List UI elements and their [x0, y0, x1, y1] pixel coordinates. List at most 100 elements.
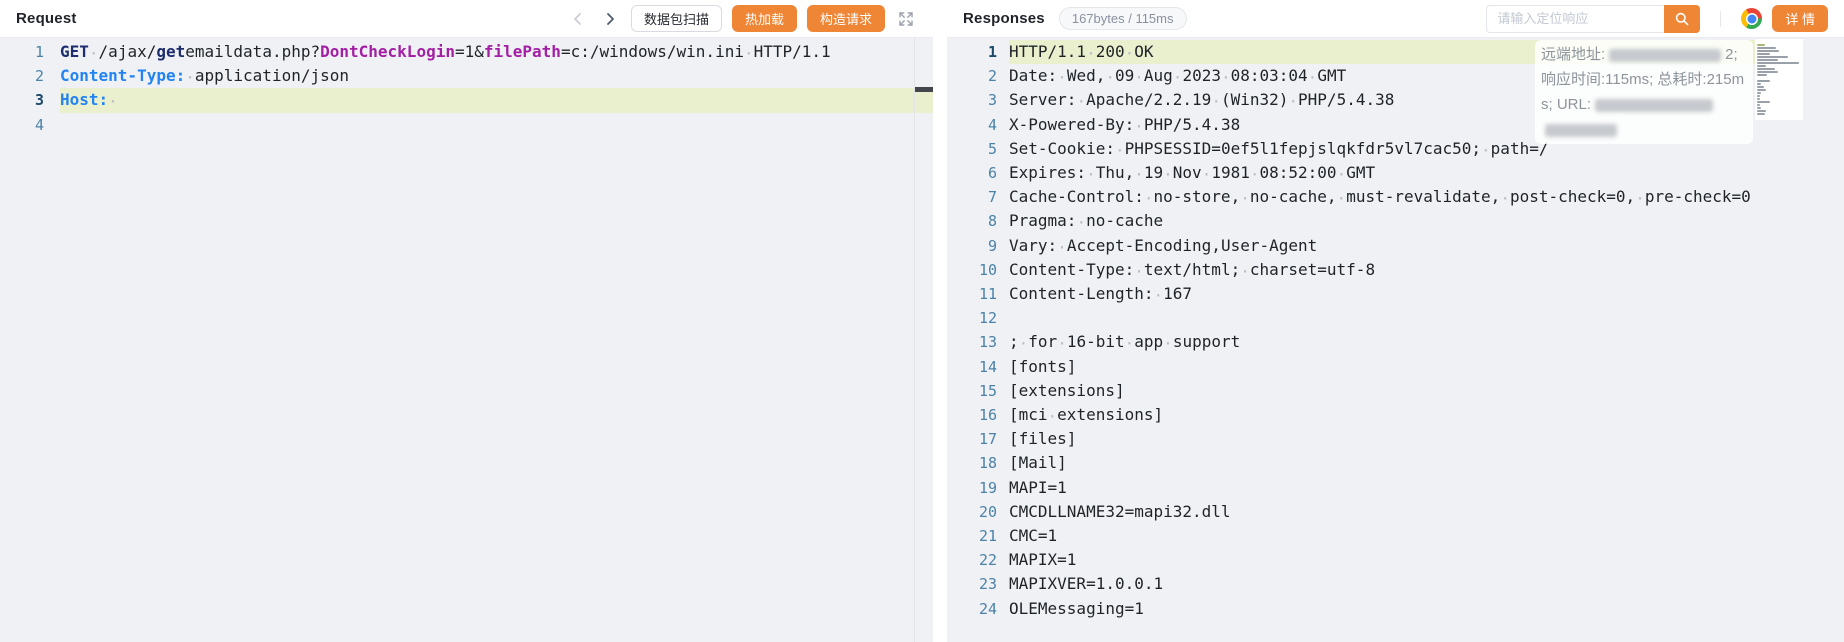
minimap-line	[1757, 113, 1765, 115]
line-number: 15	[978, 381, 997, 400]
code-line: 4	[0, 113, 933, 137]
minimap-line	[1757, 98, 1760, 100]
line-number: 17	[978, 430, 997, 449]
line-content: Expires: Thu, 19 Nov 1981 08:52:00 GMT	[1009, 161, 1756, 185]
line-content: Server: Apache/2.2.19 (Win32) PHP/5.4.38	[1009, 88, 1756, 112]
code-line: 16 [mci extensions]	[947, 403, 1844, 427]
line-number: 7	[987, 188, 997, 207]
minimap-line	[1757, 50, 1779, 52]
hot-reload-button[interactable]: 热加载	[731, 5, 797, 32]
line-number: 3	[987, 91, 997, 110]
code-line: 15 [extensions]	[947, 379, 1844, 403]
code-line: 3 Server: Apache/2.2.19 (Win32) PHP/5.4.3…	[947, 88, 1844, 112]
header-divider	[1720, 10, 1722, 27]
line-content: [Mail]	[1009, 453, 1067, 473]
line-number: 1	[34, 43, 44, 61]
panel-divider[interactable]	[933, 0, 947, 642]
minimap-line	[1757, 92, 1761, 94]
minimap-line	[1757, 95, 1760, 97]
minimap-line	[1757, 101, 1770, 103]
locate-response-input[interactable]	[1486, 4, 1665, 33]
line-content: Pragma: no-cache	[1009, 209, 1756, 233]
line-number: 16	[978, 406, 997, 425]
line-content: Date: Wed, 09 Aug 2023 08:03:04 GMT	[1009, 64, 1756, 88]
line-content: CMCDLLNAME32=mapi32.dll	[1009, 501, 1231, 521]
line-content: [mci extensions]	[1009, 403, 1756, 427]
minimap-line	[1757, 68, 1775, 70]
detail-button[interactable]: 详 情	[1772, 5, 1828, 32]
overlay-row: 远端地址:2;	[1541, 46, 1738, 63]
response-minimap[interactable]	[1755, 39, 1803, 120]
code-line: 18 [Mail]	[947, 451, 1844, 475]
line-content: ; for 16-bit app support	[1009, 330, 1756, 354]
minimap-line	[1757, 89, 1766, 91]
minimap-line	[1757, 107, 1761, 109]
redacted-text	[1595, 98, 1714, 112]
search-button[interactable]	[1664, 4, 1701, 33]
next-request-button[interactable]	[599, 8, 621, 30]
magnifier-icon	[1676, 12, 1689, 25]
line-number: 12	[978, 309, 997, 328]
code-line: 13; for 16-bit app support	[947, 330, 1844, 354]
minimap-line	[1757, 65, 1766, 67]
prev-request-button[interactable]	[567, 8, 589, 30]
response-stats-badge: 167bytes / 115ms	[1058, 7, 1187, 30]
minimap-line	[1757, 53, 1770, 55]
overlay-row	[1541, 117, 1747, 142]
line-content: MAPIXVER=1.0.0.1	[1009, 574, 1164, 594]
code-line: 22 MAPIX=1	[947, 548, 1844, 572]
line-number: 19	[978, 478, 997, 497]
line-number: 18	[978, 454, 997, 473]
line-content: X-Powered-By: PHP/5.4.38	[1009, 113, 1756, 137]
build-request-button[interactable]: 构造请求	[806, 5, 885, 32]
request-header: Request 数据包扫描 热加载 构造请求	[0, 0, 933, 38]
line-number: 5	[987, 139, 997, 158]
line-content: MAPIX=1	[1009, 550, 1077, 570]
fullscreen-toggle[interactable]	[895, 8, 917, 30]
line-number: 14	[978, 357, 997, 376]
minimap-line	[1757, 104, 1760, 106]
code-line: 4X-Powered-By: PHP/5.4.38	[947, 113, 1844, 137]
minimap-line	[1757, 74, 1767, 76]
minimap-line	[1757, 80, 1770, 82]
line-content: Content-Type: text/html; charset=utf-8	[1009, 258, 1756, 282]
packet-scan-button[interactable]: 数据包扫描	[630, 5, 722, 32]
line-content: Vary: Accept-Encoding,User-Agent	[1009, 234, 1756, 258]
code-line: 17[files]	[947, 427, 1844, 451]
line-content: MAPI=1	[1009, 477, 1067, 497]
minimap-line	[1757, 86, 1764, 88]
line-content: [extensions]	[1009, 380, 1125, 400]
request-panel: Request 数据包扫描 热加载 构造请求	[0, 0, 933, 642]
minimap-line	[1757, 71, 1778, 73]
minimap-line	[1757, 44, 1765, 46]
minimap-line	[1757, 110, 1766, 112]
line-number: 24	[978, 599, 997, 618]
line-number: 20	[978, 502, 997, 521]
request-overview-ruler[interactable]	[914, 38, 933, 642]
chevron-left-icon	[574, 12, 581, 25]
response-title: Responses	[963, 10, 1045, 27]
line-number: 22	[978, 551, 997, 570]
line-content	[60, 113, 933, 137]
code-line: 12	[947, 306, 1844, 330]
fullscreen-arrows-icon	[899, 11, 913, 26]
line-content: Content-Type: application/json	[60, 64, 933, 88]
line-number: 3	[34, 91, 44, 110]
redacted-text	[1609, 48, 1722, 62]
overlay-row: 响应时间:115ms; 总耗时:215m	[1541, 71, 1745, 88]
chrome-browser-icon[interactable]	[1741, 8, 1763, 29]
minimap-line	[1757, 47, 1776, 49]
